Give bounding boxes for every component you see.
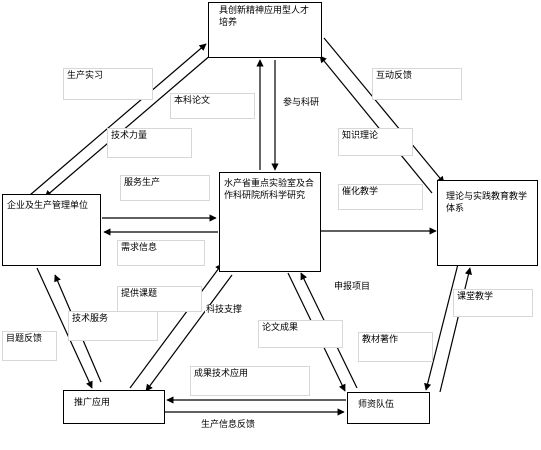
arrow-talent-to-enterprise [44,53,213,198]
label-declare-projects: 申报项目 [333,282,372,293]
node-talent: 具创新精神应用型人才培养 [208,2,322,58]
label-topic-feedback: 目题反馈 [2,331,57,361]
arrow-theory-to-faculty [424,263,459,391]
arrow-faculty-to-theory [439,267,472,393]
label-knowledge-theory: 知识理论 [338,128,413,156]
label-service-production: 服务生产 [120,175,210,201]
label-paper-results: 论文成果 [258,320,343,348]
arrow-lab-to-promotion [145,274,233,392]
label-results-application: 成果技术应用 [190,366,310,396]
label-provide-topics: 提供课题 [117,286,202,312]
label-production-internship: 生产实习 [63,68,153,100]
label-research-participation: 参与科研 [282,98,321,109]
arrow-promotion-to-lab [129,263,223,389]
arrow-theory-to-talent [319,55,433,194]
label-undergrad-thesis: 本科论文 [170,93,255,119]
node-promotion: 推广应用 [63,390,165,424]
label-tech-support: 科技支撑 [205,305,244,316]
arrow-talent-to-theory [323,37,445,184]
label-classroom-teaching: 课堂教学 [453,289,533,317]
node-theory: 理论与实践教育教学体系 [437,180,538,266]
node-faculty: 师资队伍 [347,392,430,424]
label-interactive-feedback: 互动反馈 [372,68,462,100]
arrow-enterprise-to-promotion [36,267,93,389]
arrow-enterprise-to-talent [29,43,207,196]
label-textbook-writing: 教材著作 [358,332,433,362]
label-tech-service: 技术服务 [68,311,158,341]
label-production-feedback: 生产信息反馈 [200,420,257,431]
node-enterprise: 企业及生产管理单位 [2,194,101,266]
label-optimized-teaching: 催化教学 [338,184,423,210]
node-lab: 水产省重点实验室及合作科研院所科学研究 [219,172,321,272]
label-technical-strength: 技术力量 [107,128,192,158]
label-demand-info: 需求信息 [117,240,205,266]
